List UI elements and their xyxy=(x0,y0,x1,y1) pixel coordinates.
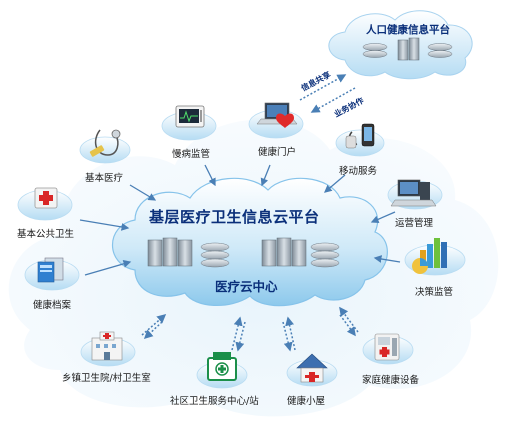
node-records-label: 健康档案 xyxy=(33,300,72,311)
top-platform-title: 人口健康信息平台 xyxy=(366,24,450,36)
center-label: 医疗云中心 xyxy=(215,279,278,294)
server-icon xyxy=(261,237,307,267)
workstation-icon xyxy=(390,179,437,207)
node-cabin-label: 健康小屋 xyxy=(287,396,326,407)
node-decision-label: 决策监管 xyxy=(415,287,454,298)
bar-chart-icon xyxy=(412,238,447,274)
first-aid-icon xyxy=(34,187,58,209)
home-device-icon xyxy=(374,333,400,361)
node-mobile-label: 移动服务 xyxy=(339,166,378,177)
node-operations-label: 运营管理 xyxy=(395,218,434,229)
connector-arrows xyxy=(79,164,401,276)
node-basic-care-label: 基本医疗 xyxy=(85,173,124,184)
node-portal-label: 健康门户 xyxy=(258,147,297,158)
monitor-icon xyxy=(175,105,205,128)
hospital-building-icon xyxy=(91,331,123,361)
server-icon xyxy=(147,237,193,267)
health-cabin-icon xyxy=(296,353,328,383)
stethoscope-icon xyxy=(89,129,121,157)
node-community-label: 社区卫生服务中心/站 xyxy=(170,396,259,407)
bottom-dashed-arrows xyxy=(141,306,359,352)
community-center-icon xyxy=(207,352,237,381)
node-chronic-label: 慢病监管 xyxy=(172,149,211,160)
database-icon xyxy=(310,242,340,268)
node-public-health-label: 基本公共卫生 xyxy=(17,229,75,240)
main-cloud xyxy=(112,177,388,307)
top-database-icon xyxy=(362,37,453,61)
laptop-heart-icon xyxy=(256,102,298,128)
platform-title: 基层医疗卫生信息云平台 xyxy=(149,208,320,226)
node-home-device-label: 家庭健康设备 xyxy=(362,375,420,386)
mobile-device-icon xyxy=(345,123,375,149)
database-icon xyxy=(200,242,230,268)
node-township-label: 乡镇卫生院/村卫生室 xyxy=(62,373,151,384)
records-icon xyxy=(37,257,64,283)
sync-arrows xyxy=(299,74,356,113)
